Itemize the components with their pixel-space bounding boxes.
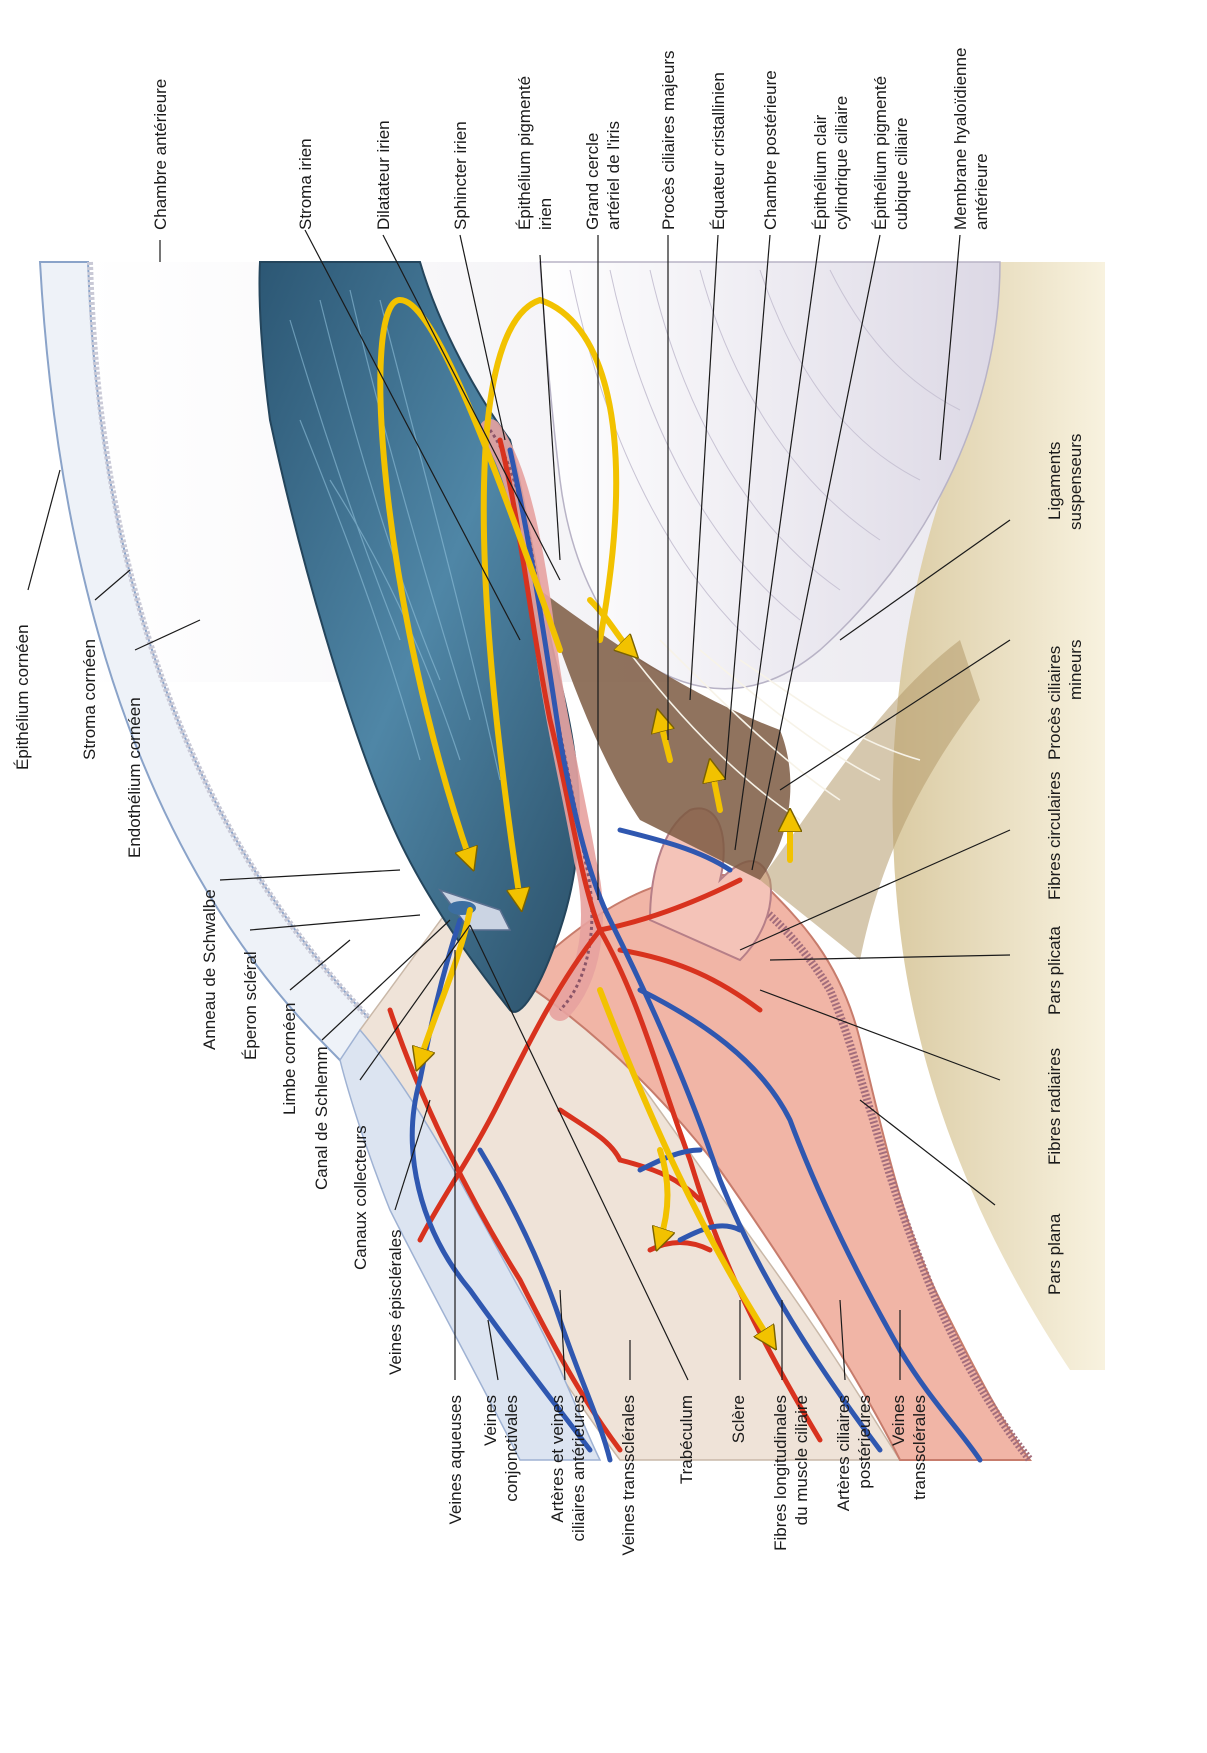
label-fibres-longitudinales-2: du muscle ciliaire: [792, 1395, 811, 1525]
label-epithelium-corneen: Épithélium cornéen: [13, 624, 32, 770]
label-fibres-radiaires: Fibres radiaires: [1045, 1048, 1064, 1165]
label-veines-aqueuses: Veines aqueuses: [446, 1395, 465, 1525]
label-fibres-longitudinales-1: Fibres longitudinales: [771, 1395, 790, 1551]
label-veines-conjonctivales-1: Veines: [481, 1395, 500, 1446]
label-pars-plana: Pars plana: [1045, 1213, 1064, 1295]
label-canal-schlemm: Canal de Schlemm: [312, 1046, 331, 1190]
label-epithelium-clair-2: cylindrique ciliaire: [832, 96, 851, 230]
label-dilatateur-irien: Dilatateur irien: [374, 120, 393, 230]
label-membrane-hyaloidienne-1: Membrane hyaloïdienne: [951, 48, 970, 230]
label-sclere: Sclère: [729, 1395, 748, 1443]
label-epithelium-clair-1: Épithélium clair: [811, 114, 830, 230]
label-membrane-hyaloidienne-2: antérieure: [972, 153, 991, 230]
label-trabeculum: Trabéculum: [677, 1395, 696, 1484]
label-grand-cercle-2: artériel de l'iris: [604, 121, 623, 230]
label-veines-transsclerales-b-2: transsclérales: [910, 1395, 929, 1500]
label-endothelium-corneen: Endothélium cornéen: [125, 697, 144, 858]
label-proces-ciliaires-majeurs: Procès ciliaires majeurs: [659, 51, 678, 231]
label-grand-cercle-1: Grand cercle: [583, 133, 602, 230]
label-arteres-ciliaires-post-1: Artères ciliaires: [834, 1395, 853, 1511]
label-proces-ciliaires-mineurs-1: Procès ciliaires: [1045, 646, 1064, 760]
label-eperon-scleral: Éperon scléral: [241, 951, 260, 1060]
label-chambre-posterieure: Chambre postérieure: [761, 70, 780, 230]
label-veines-conjonctivales-2: conjonctivales: [502, 1395, 521, 1502]
label-epithelium-pigmente-cubique-1: Épithélium pigmenté: [871, 76, 890, 230]
label-ligaments-suspenseurs-1: Ligaments: [1045, 442, 1064, 520]
label-arteres-veines-2: ciliaires antérieures: [569, 1395, 588, 1541]
label-sphincter-irien: Sphincter irien: [451, 121, 470, 230]
label-epithelium-pigmente-cubique-2: cubique ciliaire: [892, 118, 911, 230]
label-anneau-schwalbe: Anneau de Schwalbe: [200, 889, 219, 1050]
label-ligaments-suspenseurs-2: suspenseurs: [1066, 434, 1085, 530]
label-veines-transsclerales-a: Veines transsclérales: [619, 1395, 638, 1556]
label-equateur-cristallinien: Équateur cristallinien: [709, 72, 728, 230]
label-arteres-ciliaires-post-2: postérieures: [855, 1395, 874, 1489]
label-veines-episclerales: Veines épisclérales: [386, 1229, 405, 1375]
label-canaux-collecteurs: Canaux collecteurs: [351, 1125, 370, 1270]
label-fibres-circulaires: Fibres circulaires: [1045, 772, 1064, 900]
label-epithelium-pigmente-irien-1: Épithélium pigmenté: [515, 76, 534, 230]
label-epithelium-pigmente-irien-2: irien: [536, 198, 555, 230]
label-proces-ciliaires-mineurs-2: mineurs: [1066, 640, 1085, 700]
label-stroma-corneen: Stroma cornéen: [80, 639, 99, 760]
label-pars-plicata: Pars plicata: [1045, 926, 1064, 1015]
label-chambre-anterieure: Chambre antérieure: [151, 79, 170, 230]
label-limbe-corneen: Limbe cornéen: [280, 1003, 299, 1115]
label-veines-transsclerales-b-1: Veines: [889, 1395, 908, 1446]
label-arteres-veines-1: Artères et veines: [548, 1395, 567, 1523]
anatomy-illustration: [40, 262, 1105, 1460]
label-stroma-irien: Stroma irien: [296, 138, 315, 230]
